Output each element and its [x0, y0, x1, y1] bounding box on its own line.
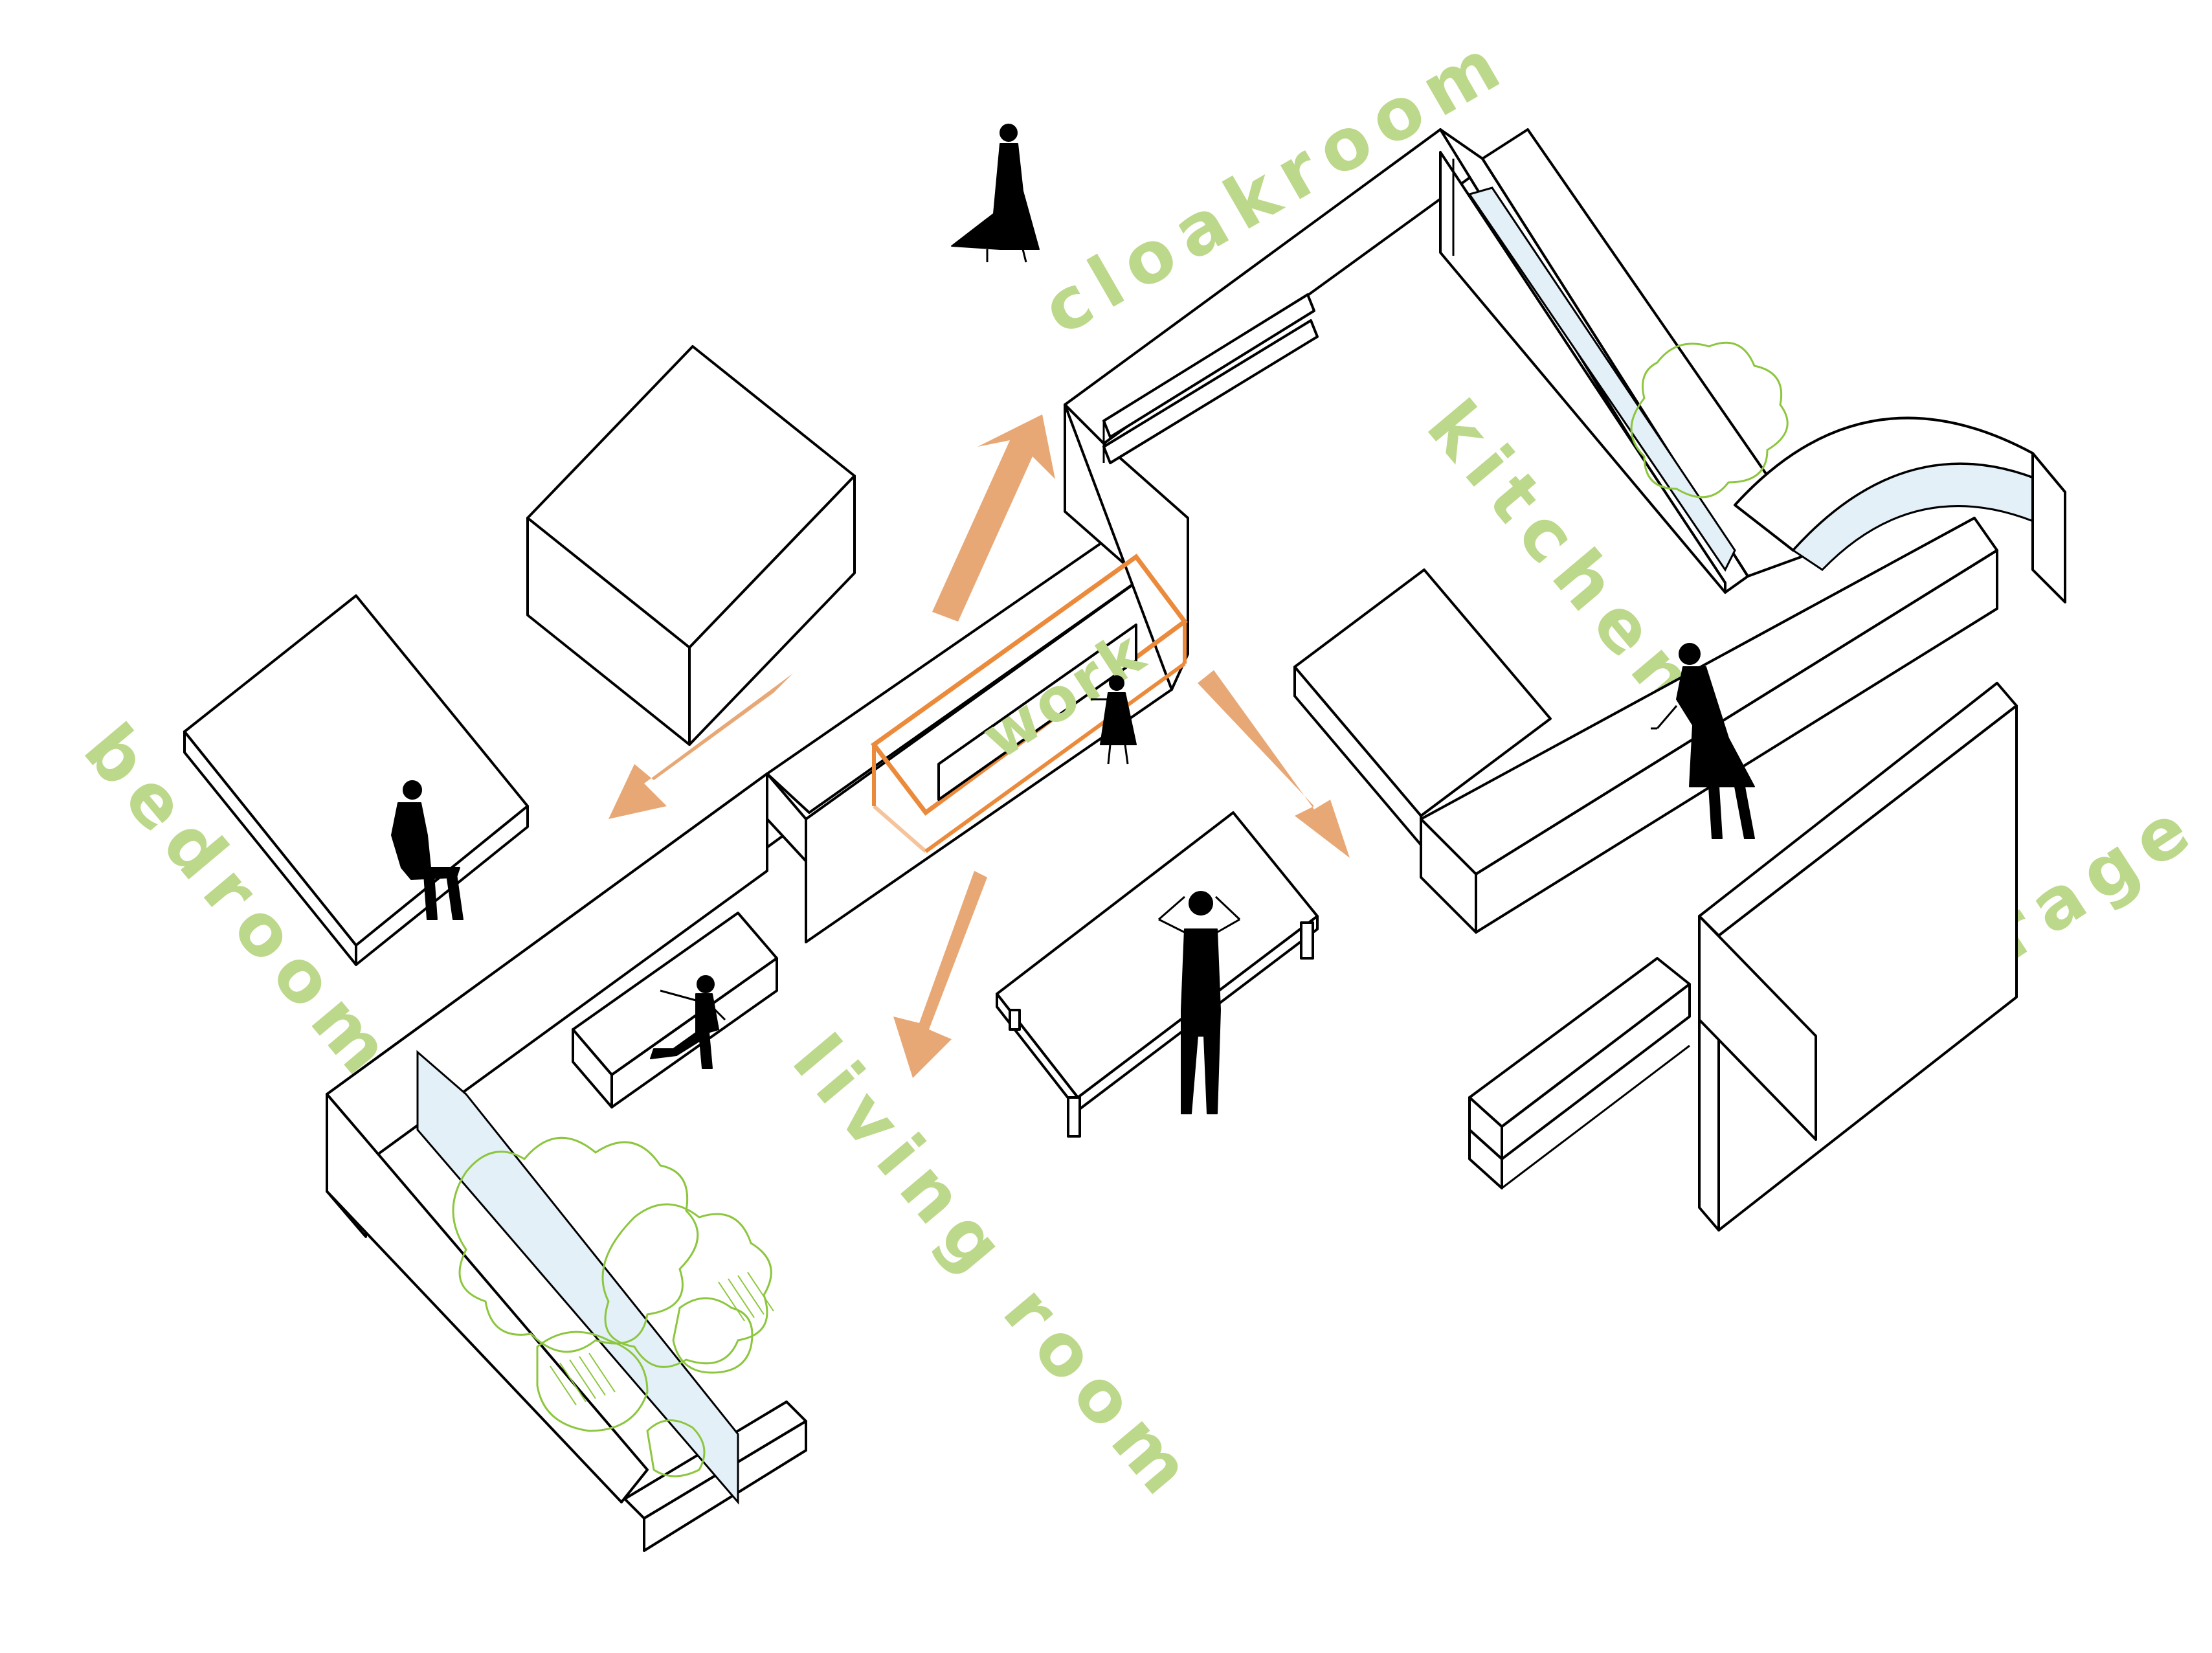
tree-hatching-courtyard [550, 1272, 774, 1406]
label-living-room: living room [777, 1019, 1214, 1518]
living-dining-table [996, 811, 1319, 1138]
person-silhouette-icon-kitchen [1651, 643, 1755, 839]
bedroom-wardrobe-block [526, 345, 856, 746]
storage-partition [1698, 682, 2018, 1231]
arrow-icon-to-living-room [893, 871, 987, 1078]
person-silhouette-icon-bedroom [391, 780, 464, 920]
cloakroom-shelves [1102, 293, 1319, 464]
arrow-icon-to-cloakroom [932, 414, 1055, 622]
person-silhouette-icon-cloakroom [951, 124, 1040, 263]
curved-glass-wall [1734, 416, 2066, 603]
person-silhouette-icon-bench [650, 975, 726, 1069]
work-zone-frame [871, 554, 1188, 853]
storage-shelf [1468, 957, 1691, 1189]
tree-icon-kitchen [1630, 341, 1789, 499]
bedroom-bed-block [183, 594, 529, 966]
tree-icon-courtyard [452, 1136, 772, 1478]
courtyard-planter-wall [326, 1050, 807, 1552]
arrow-icon-to-bedroom [609, 673, 793, 819]
arrow-icon-to-kitchen [1198, 670, 1350, 858]
person-silhouette-icon-living-table [1158, 891, 1241, 1114]
person-silhouette-icon-work [1091, 675, 1137, 765]
